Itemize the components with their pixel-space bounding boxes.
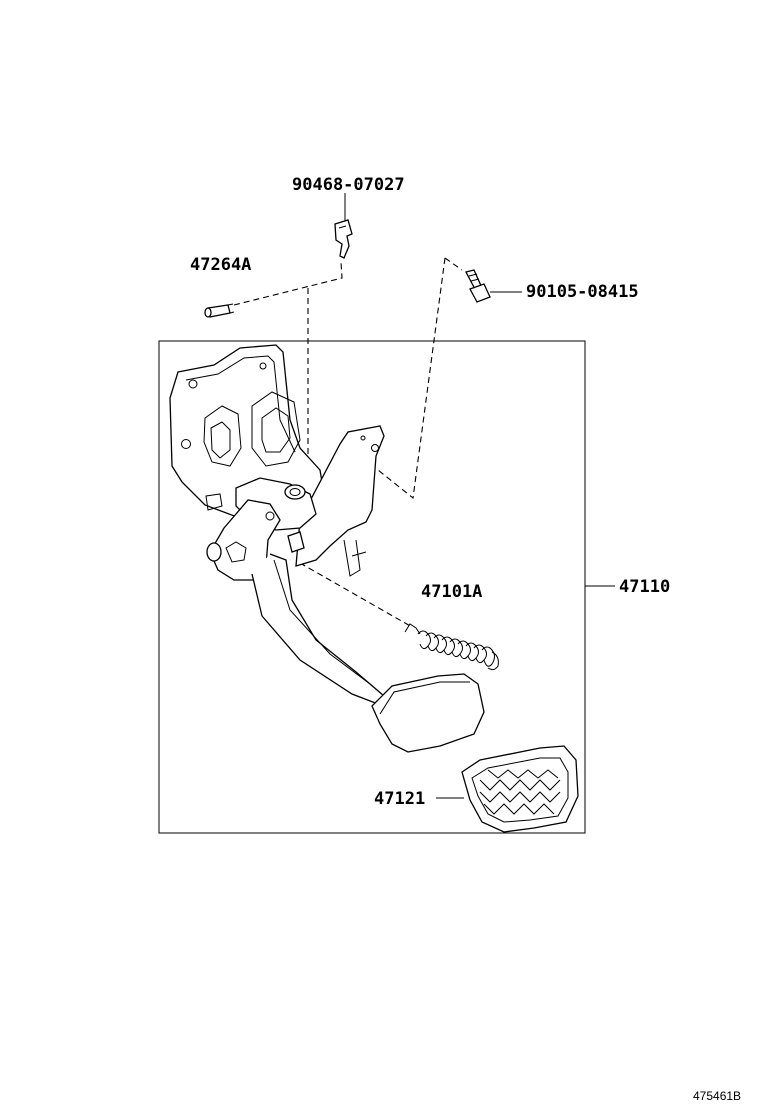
bolt-part[interactable] [465,269,491,303]
pin-part[interactable] [204,303,235,318]
clip-part-number[interactable]: 90468-07027 [292,175,405,195]
clip-part[interactable] [334,193,353,259]
pedal-assembly[interactable] [169,344,485,753]
pedal-pad-part-number[interactable]: 47121 [374,789,425,809]
figure-reference-code: 475461B [693,1089,741,1103]
pedal-pad-part[interactable] [461,745,579,833]
return-spring-part[interactable] [404,623,499,671]
assembly-boundary-box [158,340,586,834]
spring-part-number[interactable]: 47101A [421,582,482,602]
bolt-part-number[interactable]: 90105-08415 [526,282,639,302]
assembly-dashed-lines [233,257,463,628]
pedal-assy-part-number[interactable]: 47110 [619,577,670,597]
pin-part-number[interactable]: 47264A [190,255,251,275]
